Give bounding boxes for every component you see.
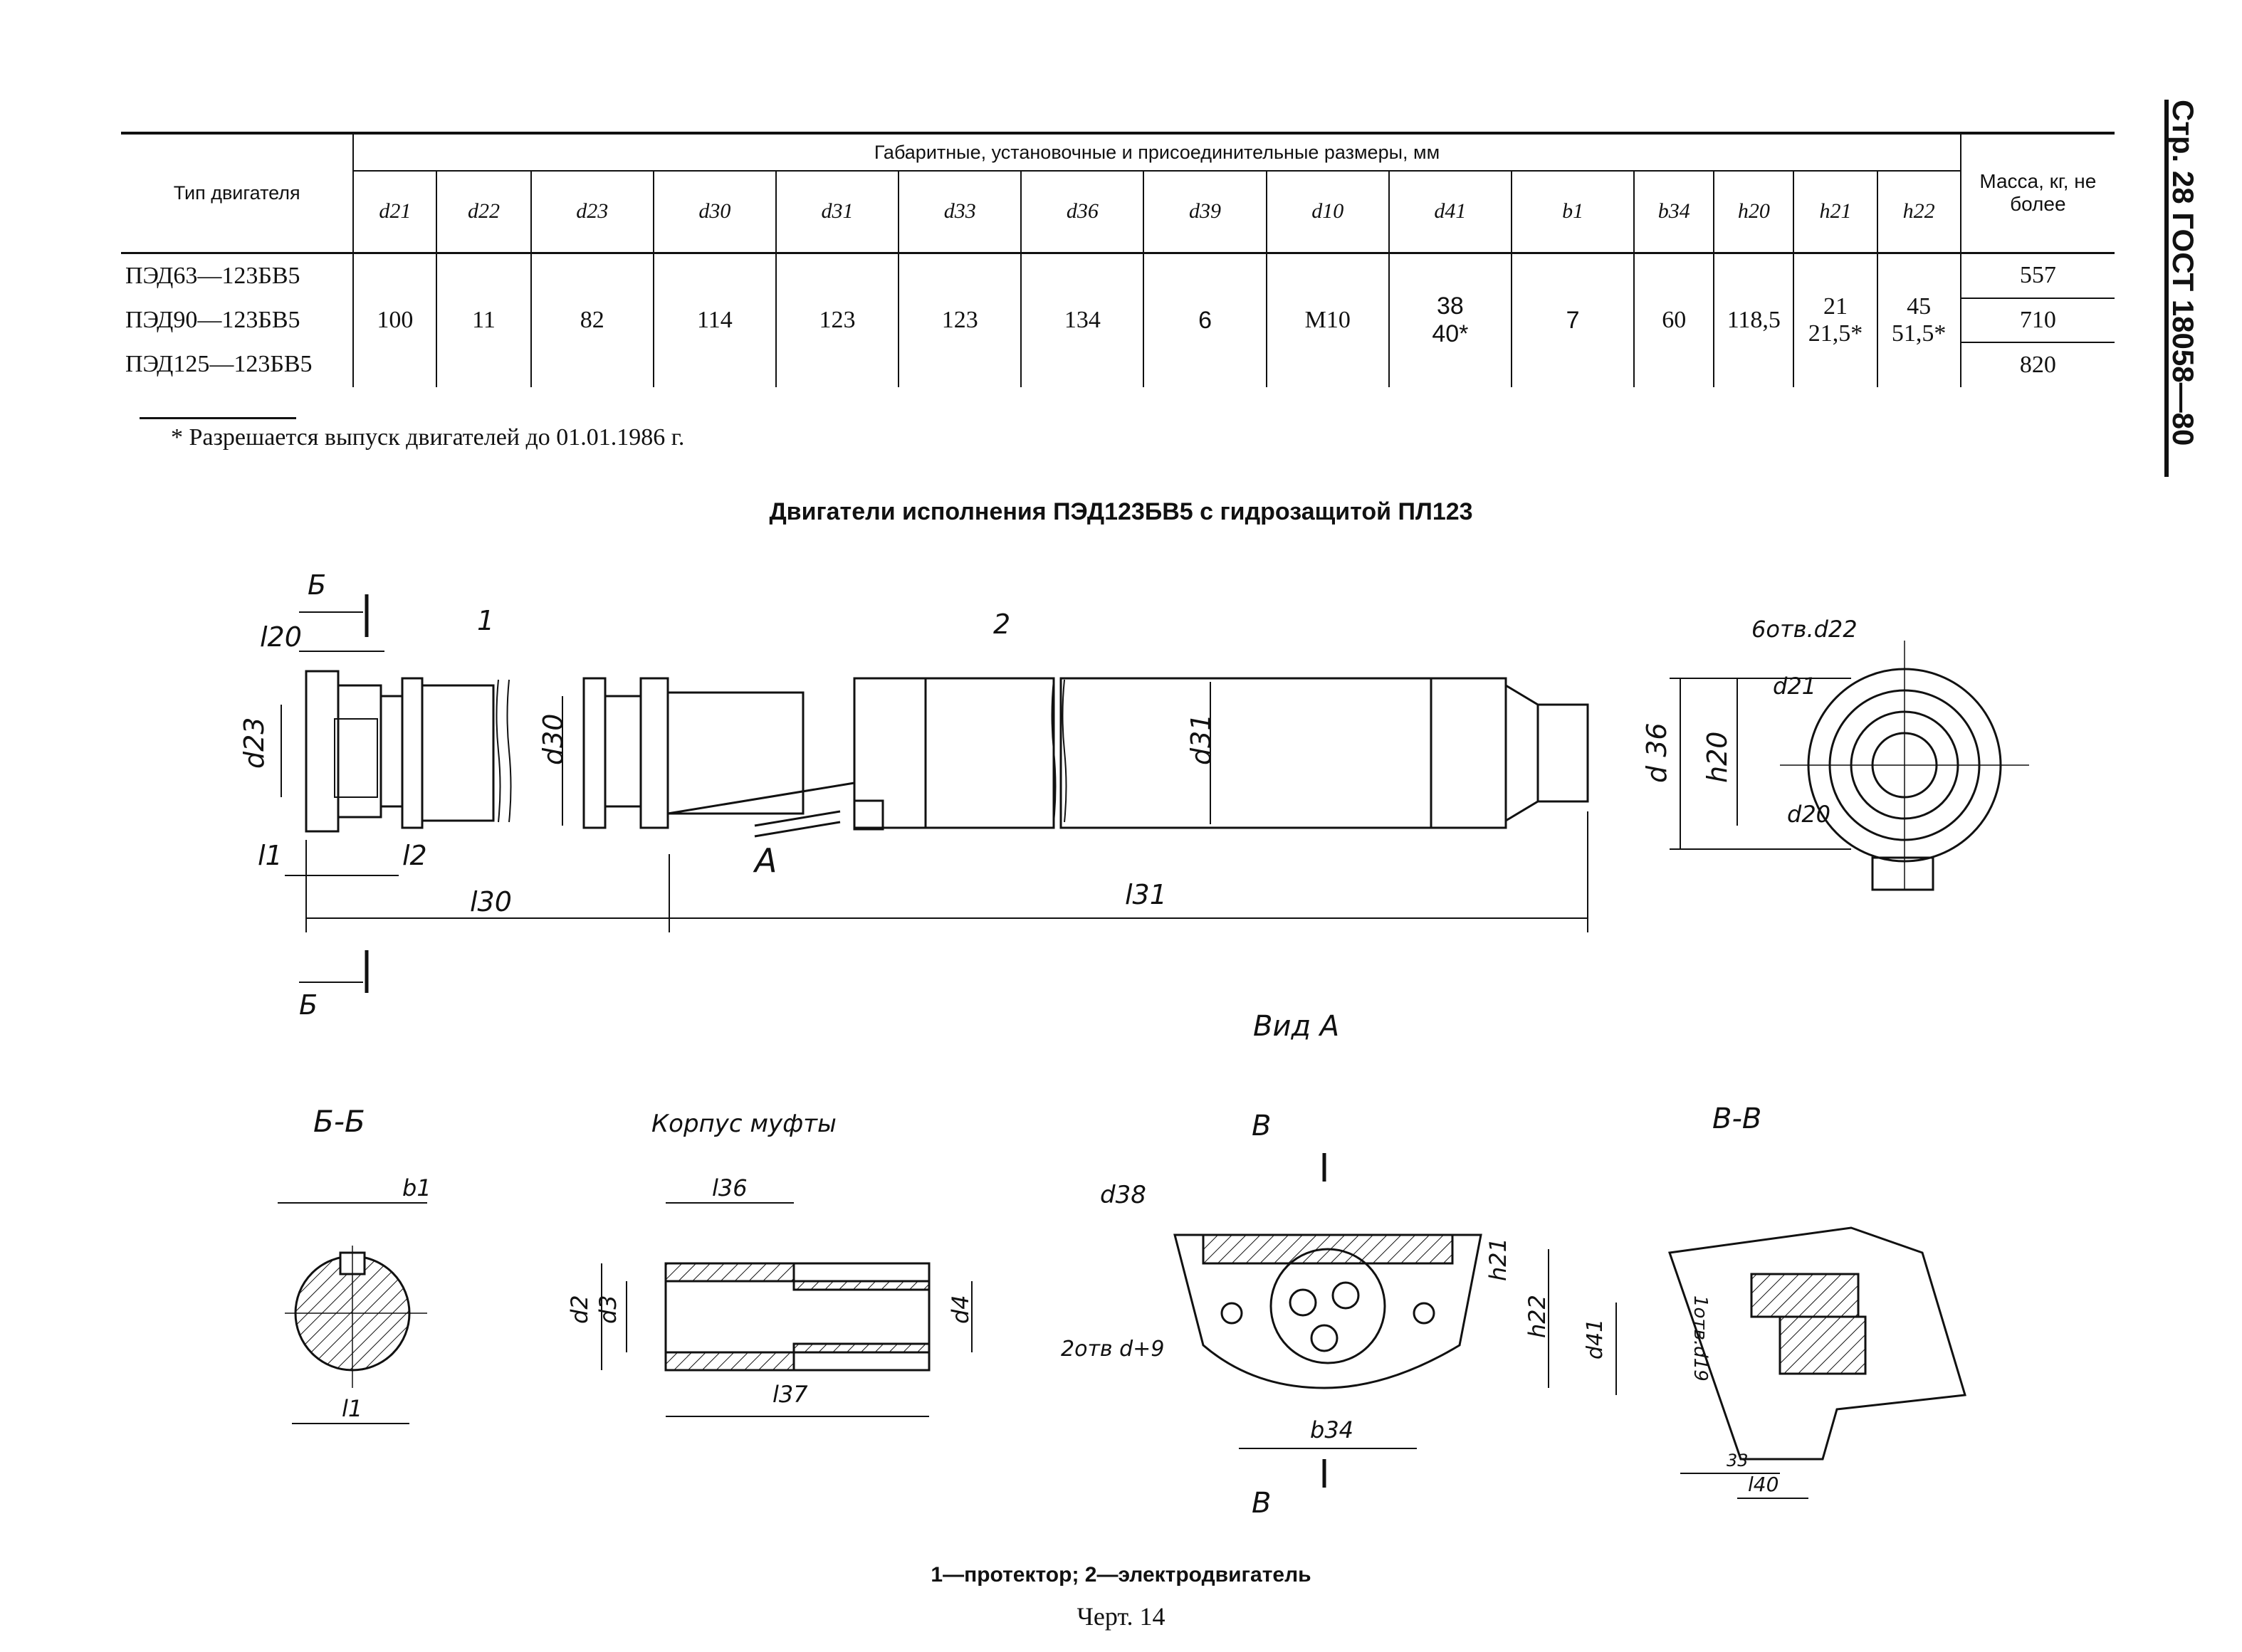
col-b1: b1 bbox=[1510, 171, 1635, 253]
label-d3: d3 bbox=[594, 1295, 622, 1324]
col-d10: d10 bbox=[1265, 171, 1389, 253]
col-h22: h22 bbox=[1876, 171, 1961, 253]
label-d20: d20 bbox=[1787, 801, 1830, 828]
val-h21-a: 21 bbox=[1823, 293, 1848, 320]
label-h20: h20 bbox=[1702, 732, 1733, 783]
figure-caption: 1—протектор; 2—электродвигатель bbox=[931, 1563, 1311, 1587]
label-d4: d4 bbox=[947, 1295, 974, 1324]
col-d23: d23 bbox=[530, 171, 654, 253]
col-type-header: Тип двигателя bbox=[121, 133, 354, 254]
mass-header: Масса, кг, не более bbox=[1959, 133, 2115, 254]
row-type-3: ПЭД125—123БВ5 bbox=[125, 351, 313, 377]
val-h22: 45 51,5* bbox=[1876, 253, 1961, 387]
label-v-top: В bbox=[1252, 1110, 1271, 1142]
val-d36: 134 bbox=[1020, 253, 1144, 387]
val-d41-a: 38 bbox=[1436, 293, 1464, 320]
label-l36: l36 bbox=[712, 1174, 748, 1201]
label-b34: b34 bbox=[1310, 1416, 1353, 1443]
figure-number: Черт. 14 bbox=[1077, 1602, 1165, 1631]
val-d21: 100 bbox=[352, 253, 437, 387]
label-b-bottom: Б bbox=[299, 989, 318, 1021]
label-item-2: 2 bbox=[993, 609, 1010, 640]
label-l31: l31 bbox=[1125, 879, 1167, 910]
coupling-housing-drawing bbox=[601, 1202, 973, 1417]
label-33: 33 bbox=[1727, 1451, 1749, 1471]
label-holes-d19: 1отв.d19 bbox=[1690, 1295, 1711, 1382]
engine-main-view bbox=[305, 670, 1589, 838]
label-d36: d 36 bbox=[1641, 722, 1672, 783]
label-l37: l37 bbox=[772, 1381, 808, 1408]
col-d30: d30 bbox=[652, 171, 776, 253]
label-d21: d21 bbox=[1773, 673, 1816, 700]
col-d21: d21 bbox=[352, 171, 437, 253]
label-d31: d31 bbox=[1185, 714, 1217, 765]
col-d33: d33 bbox=[898, 171, 1022, 253]
col-d41: d41 bbox=[1388, 171, 1512, 253]
val-d41: 38 40* bbox=[1388, 253, 1512, 387]
label-item-1: 1 bbox=[477, 605, 494, 636]
label-section-vv: В-В bbox=[1712, 1103, 1761, 1135]
col-d31: d31 bbox=[775, 171, 899, 253]
section-vv-drawing bbox=[1615, 1226, 1966, 1499]
label-view-a: A bbox=[753, 841, 777, 880]
label-b-top: Б bbox=[308, 569, 326, 601]
col-b34: b34 bbox=[1633, 171, 1714, 253]
label-h21: h21 bbox=[1484, 1238, 1512, 1281]
mass-2: 710 bbox=[1959, 298, 2115, 343]
label-h22: h22 bbox=[1524, 1295, 1551, 1338]
sidebar-rule bbox=[2164, 100, 2169, 477]
val-h21: 21 21,5* bbox=[1793, 253, 1877, 387]
mass-3: 820 bbox=[1959, 342, 2115, 387]
label-d38: d38 bbox=[1100, 1181, 1146, 1209]
drawing-title: Двигатели исполнения ПЭД123БВ5 с гидроза… bbox=[769, 498, 1473, 525]
label-d41: d41 bbox=[1583, 1319, 1608, 1359]
val-d10: M10 bbox=[1265, 253, 1389, 387]
label-l1: l1 bbox=[258, 840, 283, 871]
label-l2: l2 bbox=[402, 840, 427, 871]
val-h22-b: 51,5* bbox=[1891, 320, 1947, 347]
col-h21: h21 bbox=[1793, 171, 1877, 253]
label-l1-section: l1 bbox=[342, 1395, 362, 1422]
label-d23: d23 bbox=[239, 717, 270, 769]
row-type-2: ПЭД90—123БВ5 bbox=[125, 306, 300, 333]
col-d39: d39 bbox=[1143, 171, 1267, 253]
col-h20: h20 bbox=[1713, 171, 1794, 253]
label-l30: l30 bbox=[470, 886, 512, 917]
val-d22: 11 bbox=[436, 253, 531, 387]
val-b1: 7 bbox=[1510, 253, 1635, 387]
label-korpus: Корпус муфты bbox=[651, 1110, 837, 1138]
val-d39: 6 bbox=[1143, 253, 1267, 387]
footnote-rule bbox=[140, 417, 296, 419]
section-bb-drawing bbox=[278, 1202, 427, 1424]
val-h20: 118,5 bbox=[1713, 253, 1794, 387]
val-d41-b: 40* bbox=[1432, 320, 1469, 347]
label-holes-d22: 6отв.d22 bbox=[1751, 616, 1858, 643]
label-section-bb: Б-Б bbox=[313, 1104, 365, 1139]
view-a-drawing bbox=[1173, 1153, 1549, 1488]
label-d30: d30 bbox=[538, 714, 569, 765]
end-view bbox=[1670, 641, 2029, 891]
label-l40: l40 bbox=[1748, 1473, 1779, 1496]
label-vid-a: Вид А bbox=[1253, 1010, 1339, 1043]
val-d23: 82 bbox=[530, 253, 654, 387]
label-l20: l20 bbox=[260, 621, 302, 653]
val-h21-b: 21,5* bbox=[1808, 320, 1863, 347]
col-d36: d36 bbox=[1020, 171, 1144, 253]
val-d33: 123 bbox=[898, 253, 1022, 387]
row-type-1: ПЭД63—123БВ5 bbox=[125, 262, 300, 289]
val-h22-a: 45 bbox=[1907, 293, 1932, 320]
label-d2: d2 bbox=[566, 1295, 593, 1324]
label-v-bottom: В bbox=[1252, 1487, 1271, 1520]
val-d30: 114 bbox=[652, 253, 776, 387]
val-d31: 123 bbox=[775, 253, 899, 387]
footnote: * Разрешается выпуск двигателей до 01.01… bbox=[171, 424, 685, 451]
label-holes-dq: 2отв d+9 bbox=[1061, 1337, 1164, 1362]
group-header: Габаритные, установочные и присоединител… bbox=[352, 133, 1961, 172]
val-b34: 60 bbox=[1633, 253, 1714, 387]
spec-table: Тип двигателя Габаритные, установочные и… bbox=[121, 132, 2115, 387]
mass-1: 557 bbox=[1959, 253, 2115, 299]
col-d22: d22 bbox=[436, 171, 531, 253]
label-b1: b1 bbox=[402, 1174, 431, 1201]
